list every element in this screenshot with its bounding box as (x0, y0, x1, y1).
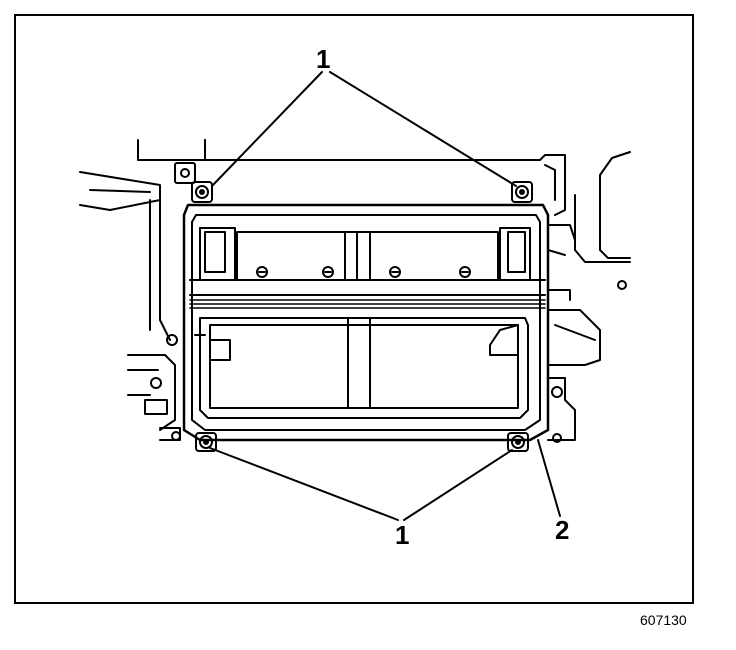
bolt-top-right (511, 181, 533, 203)
background-hardware-left (127, 334, 181, 441)
callout-label-bolts-bottom: 1 (395, 520, 410, 550)
lower-compartment (194, 317, 529, 419)
bolt-bottom-right (507, 432, 529, 452)
callout-label-bolts-top: 1 (316, 44, 331, 74)
figure-id: 607130 (640, 612, 687, 628)
background-duct-right (519, 151, 631, 443)
leader-lines (209, 71, 561, 521)
background-bracket-upper-left (79, 139, 521, 341)
bolt-top-left (191, 181, 213, 203)
module-housing (182, 203, 550, 442)
figure-frame (14, 14, 694, 604)
upper-compartment (199, 227, 531, 281)
callout-label-module: 2 (555, 515, 570, 545)
bolt-bottom-left (195, 432, 217, 452)
